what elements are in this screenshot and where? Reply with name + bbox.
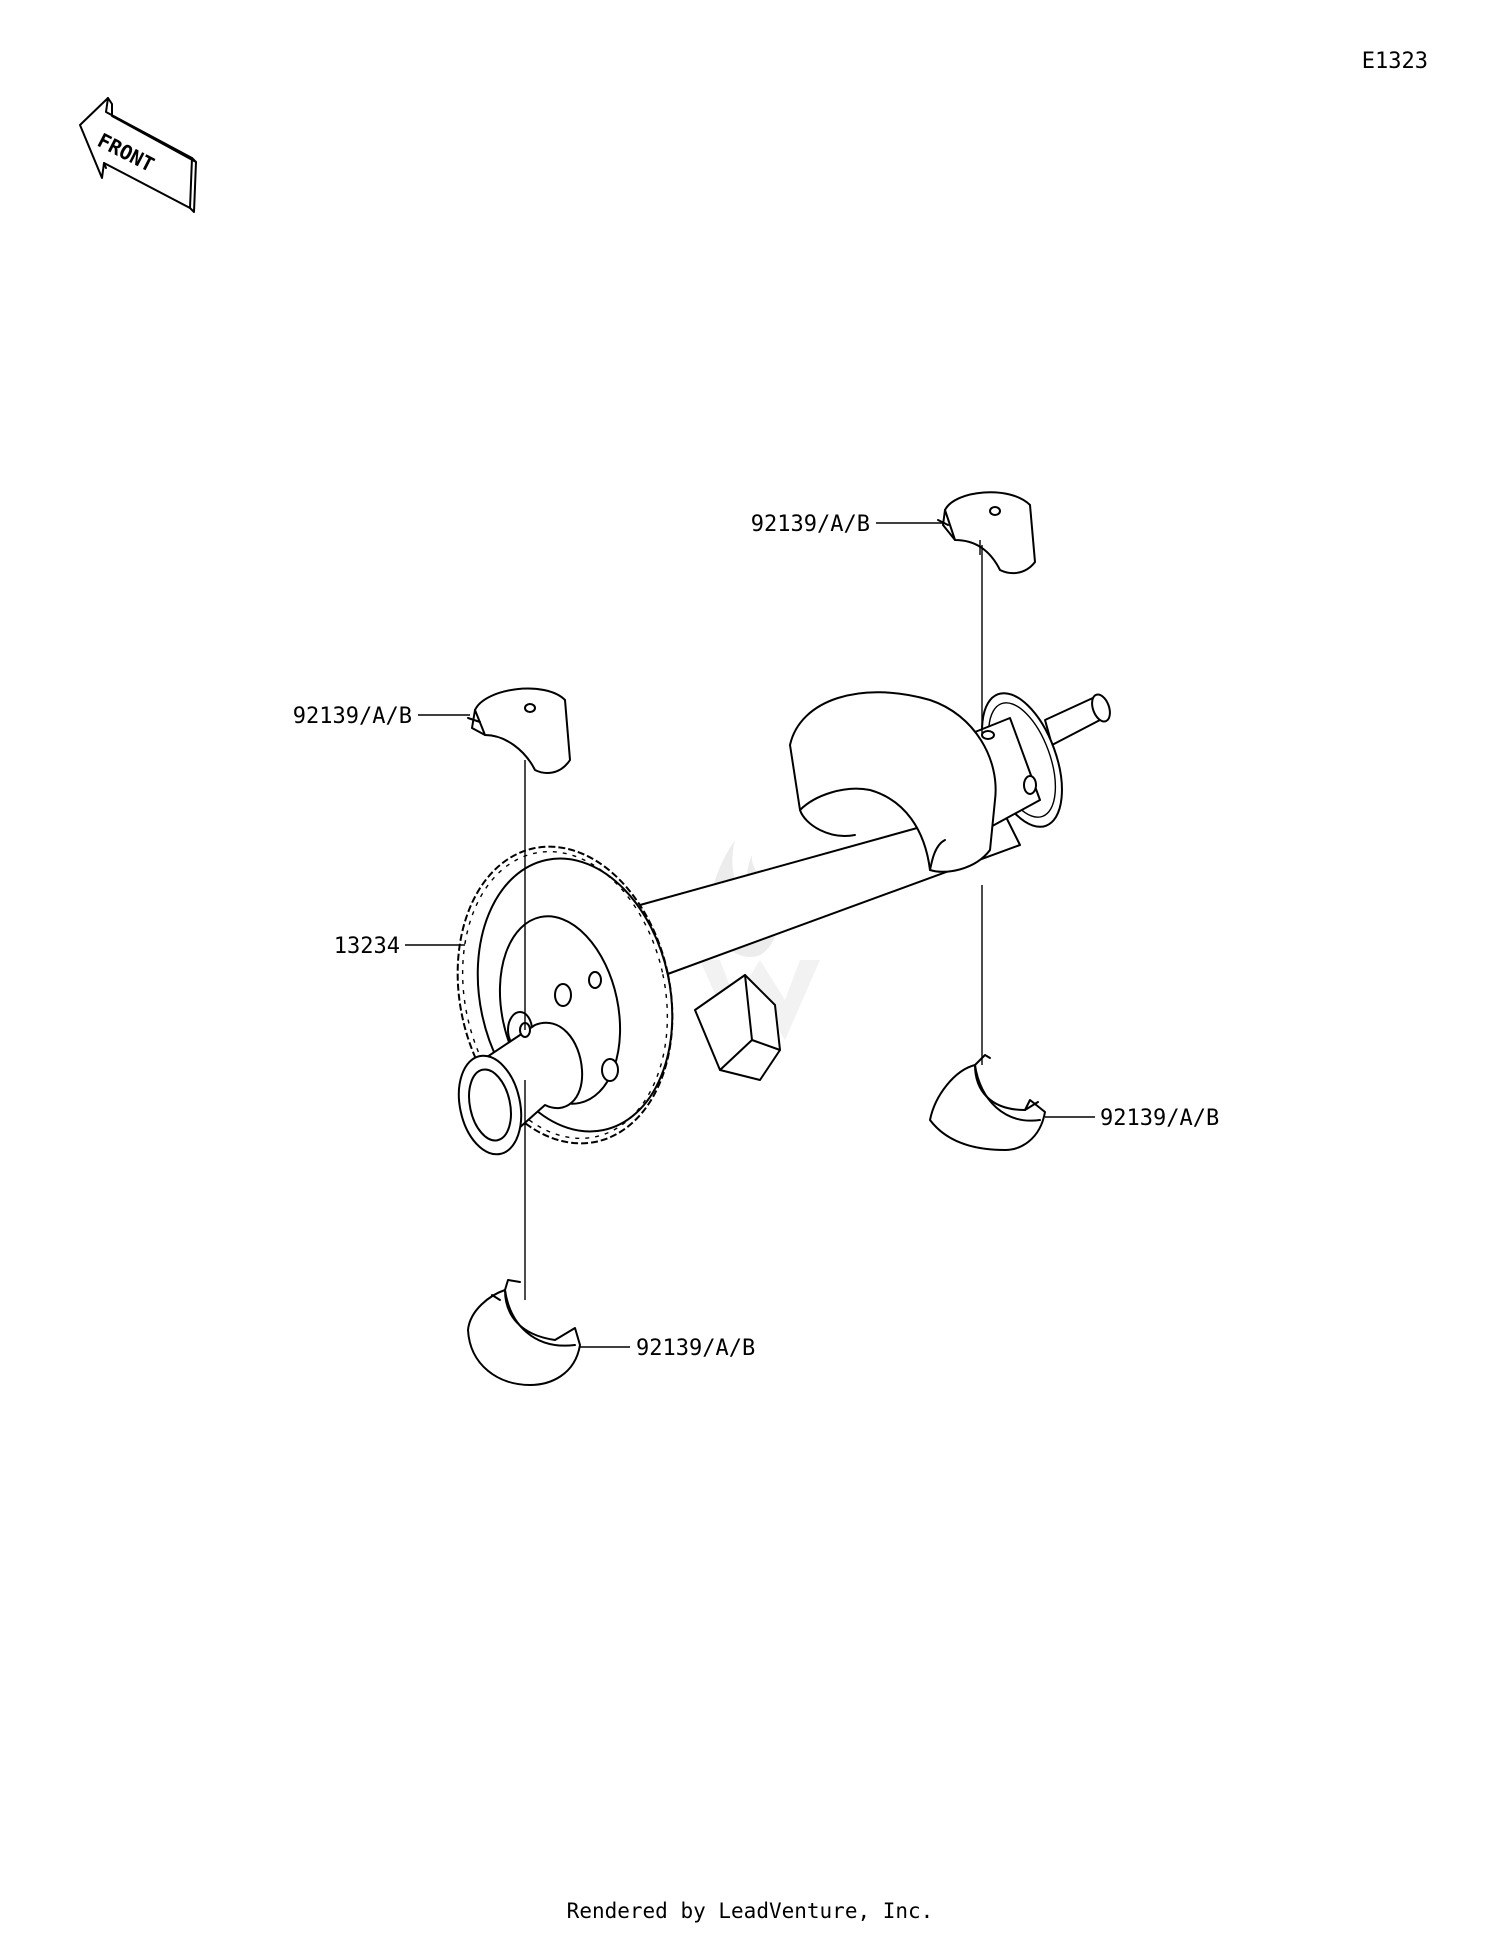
diagram-code: E1323	[1362, 49, 1428, 74]
balancer-gear	[456, 845, 674, 1156]
bearing-half-lower-right	[929, 1054, 1046, 1151]
front-arrow-icon: FRONT	[79, 97, 197, 213]
callout-bearing-lower-right: 92139/A/B	[1100, 1106, 1219, 1131]
bearing-half-upper-left	[467, 687, 571, 774]
balancer-shaft	[639, 691, 1111, 1081]
callout-bearing-top-right: 92139/A/B	[751, 512, 870, 537]
callout-bearing-upper-left: 92139/A/B	[293, 704, 412, 729]
bearing-half-bottom-left	[467, 1279, 581, 1386]
footer-credit: Rendered by LeadVenture, Inc.	[567, 1899, 934, 1923]
bearing-half-top-right	[937, 491, 1036, 575]
leader-lines	[405, 522, 1095, 1348]
callout-bearing-bottom-left: 92139/A/B	[636, 1336, 755, 1361]
callout-gear: 13234	[334, 934, 400, 959]
